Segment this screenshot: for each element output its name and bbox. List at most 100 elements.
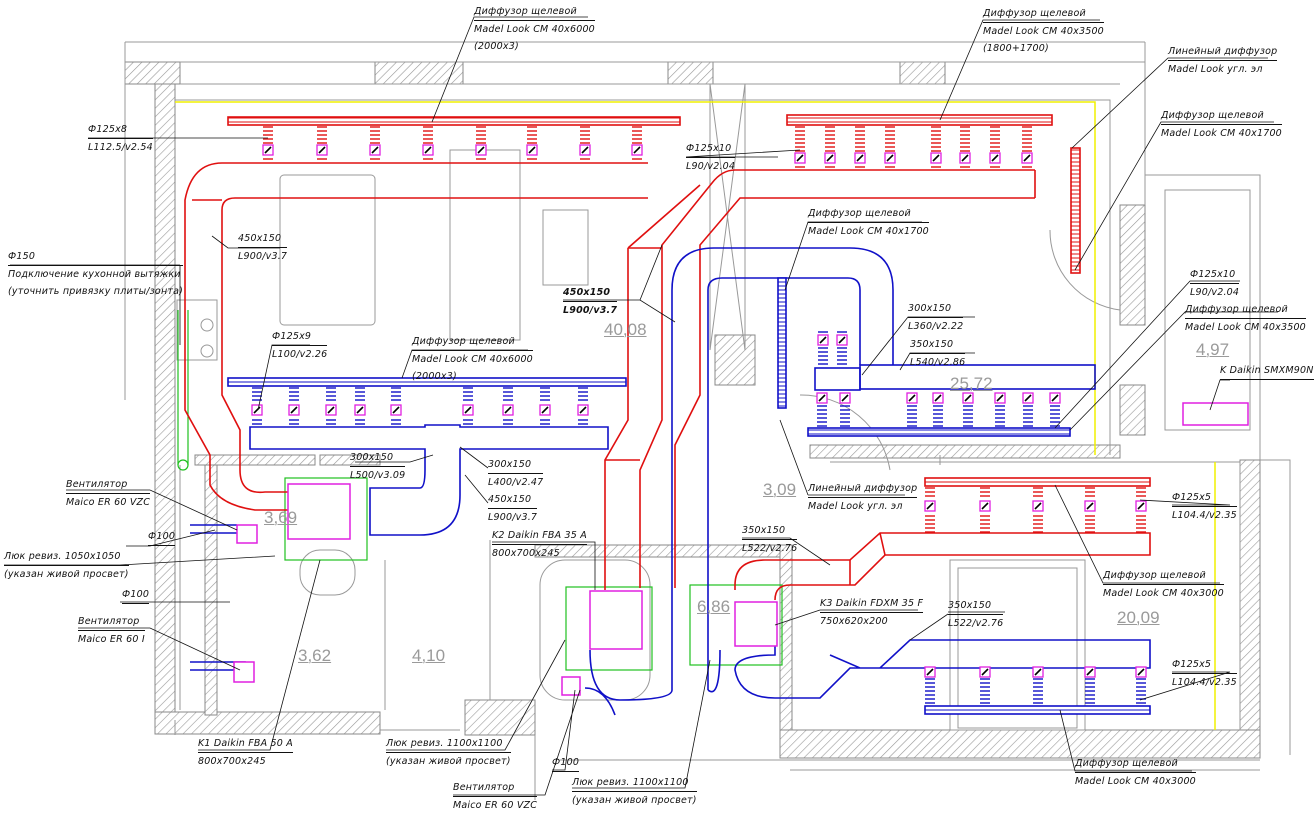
ceiling-line — [175, 101, 1216, 730]
room-area: 3,62 — [298, 646, 332, 665]
diffuser-tap — [989, 126, 1001, 168]
label-line: Вентилятор — [78, 614, 145, 631]
label-line: Madel Look CM 40x3000 — [1075, 776, 1196, 787]
label-k2: K2 Daikin FBA 35 A 800x700x245 — [492, 528, 587, 562]
room-area: 4,10 — [412, 646, 446, 665]
diffuser-tap — [959, 126, 971, 168]
diffuser-tap — [924, 666, 936, 704]
label-line: Люк ревиз. 1100x1100 — [572, 775, 697, 792]
label-line: Ф100 — [552, 755, 580, 772]
label-line: Диффузор щелевой — [808, 206, 929, 223]
label-line: Maico ER 60 VZC — [66, 497, 151, 508]
diffuser-tap — [924, 487, 936, 533]
label-line: Диффузор щелевой — [1161, 108, 1282, 125]
return-ducts — [190, 247, 1151, 716]
label-line: 450x150 — [563, 285, 618, 302]
diffuser-tap — [817, 331, 829, 365]
label-hatch-1100-a: Люк ревиз. 1100x1100 (указан живой просве… — [386, 736, 511, 770]
label-line: 450x150 — [238, 231, 288, 248]
label-line: 350x150 — [948, 598, 1004, 615]
fan-vzc-left — [236, 524, 258, 544]
diffuser-tap — [839, 392, 851, 427]
label-hatch-1050: Люк ревиз. 1050x1050(указан живой просве… — [4, 549, 129, 583]
label-line: 450x150 — [488, 492, 538, 509]
diffuser-tap — [422, 126, 434, 160]
label-line: Madel Look CM 40x3000 — [1103, 588, 1224, 599]
diffuser-tap — [1032, 487, 1044, 533]
label-line: (указан живой просвет) — [386, 756, 511, 767]
label-line: Madel Look CM 40x6000 — [412, 354, 533, 365]
room-area: 4,97 — [1196, 340, 1230, 359]
label-line: Вентилятор — [66, 477, 151, 494]
label-line: L400/v2.47 — [488, 477, 544, 488]
label-line: Madel Look угл. эл — [808, 501, 903, 512]
label-line: L112.5/v2.54 — [88, 142, 153, 153]
label-line: L104.4/v2.35 — [1172, 510, 1237, 521]
diffuser-tap — [979, 666, 991, 704]
diffuser-tap — [1022, 392, 1034, 427]
label-line: L540/v2.86 — [910, 357, 966, 368]
label-line: Вентилятор — [453, 780, 538, 797]
label-line: (указан живой просвет) — [4, 569, 129, 580]
diffuser-tap — [1049, 392, 1061, 427]
diffuser-tap — [539, 387, 551, 425]
diffuser-tap — [1084, 487, 1096, 533]
diffuser-tap — [979, 487, 991, 533]
label-line: Ф125x8 — [88, 122, 153, 139]
label-line: L90/v2.04 — [1190, 287, 1240, 298]
room-area: 20,09 — [1117, 608, 1160, 627]
label-line: Диффузор щелевой — [1185, 302, 1306, 319]
label-line: K2 Daikin FBA 35 A — [492, 528, 587, 545]
label-line: K1 Daikin FBA 50 A — [198, 736, 293, 753]
room-area: 3,69 — [264, 508, 298, 527]
k1-unit — [287, 483, 351, 540]
label-line: Madel Look CM 40x3500 — [1185, 322, 1306, 333]
label-line: L900/v3.7 — [563, 305, 618, 316]
diffuser-tap — [1032, 666, 1044, 704]
label-line: Подключение кухонной вытяжки — [8, 269, 181, 280]
diffuser-tap — [994, 392, 1006, 427]
diffuser-tap — [577, 387, 589, 425]
label-line: Madel Look угл. эл — [1168, 64, 1263, 75]
supply-ducts — [184, 114, 1151, 601]
label-line: L100/v2.26 — [272, 349, 328, 360]
label-line: Люк ревиз. 1100x1100 — [386, 736, 511, 753]
equipment — [233, 402, 1249, 696]
diffuser-tap — [251, 387, 263, 425]
diffuser-tap — [462, 387, 474, 425]
label-phi100-b: Ф100 — [122, 587, 150, 604]
label-line: 300x150 — [350, 450, 406, 467]
label-line: Madel Look CM 40x3500 — [983, 26, 1104, 37]
room-area: 40,08 — [604, 320, 647, 339]
label-line: 800x700x245 — [492, 548, 560, 559]
diffuser-tap — [354, 387, 366, 425]
label-line: Диффузор щелевой — [412, 334, 533, 351]
label-line: Ф125x10 — [686, 141, 736, 158]
diffuser-tap — [579, 126, 591, 160]
room-area: 25,72 — [950, 374, 993, 393]
walls — [124, 61, 1261, 759]
label-line: 350x150 — [910, 337, 966, 354]
label-line: 300x150 — [908, 301, 964, 318]
diffuser-tap — [502, 387, 514, 425]
label-line: Maico ER 60 I — [78, 634, 145, 645]
